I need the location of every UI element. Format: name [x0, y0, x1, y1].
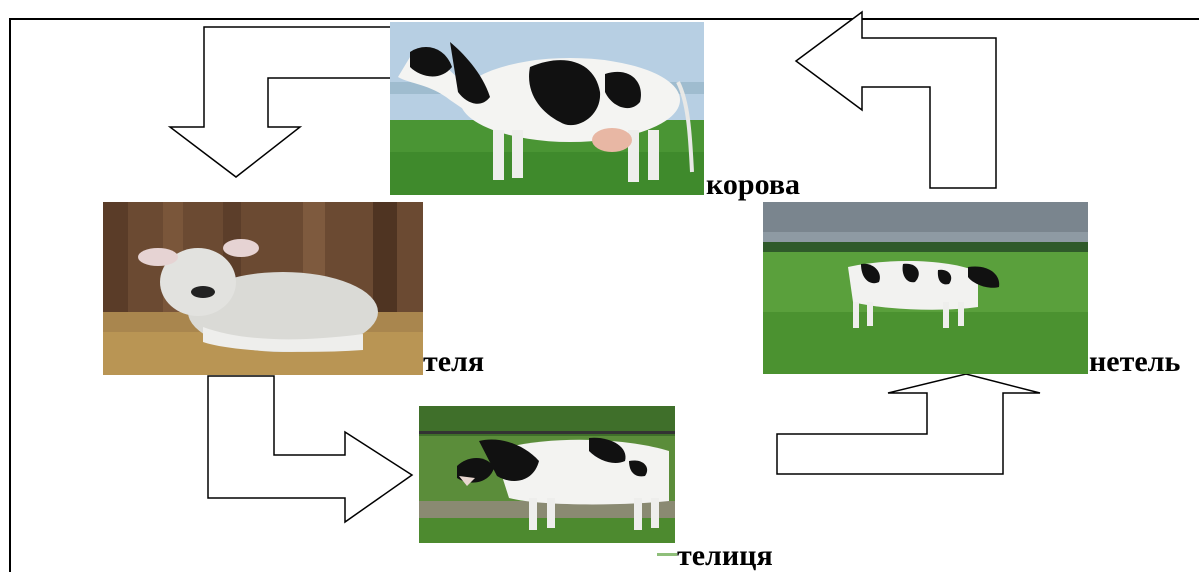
- cow-photo: [390, 22, 704, 195]
- arrow-calf-to-heifer: [207, 375, 414, 524]
- arrow-netel-to-cow: [794, 10, 997, 189]
- arrow-heifer-to-netel: [776, 373, 1041, 475]
- netel-image: [763, 202, 1088, 374]
- label-cow: корова: [706, 168, 801, 201]
- calf-photo: [103, 202, 423, 375]
- heifer-image: [419, 406, 675, 543]
- label-netel: нетель: [1089, 345, 1181, 378]
- diagram-frame: [9, 18, 1199, 572]
- calf-image: [103, 202, 423, 375]
- heifer-caption-mark: [657, 553, 677, 556]
- label-heifer: телиця: [677, 539, 773, 572]
- heifer-photo: [419, 406, 675, 543]
- cow-image: [390, 22, 704, 195]
- netel-photo: [763, 202, 1088, 374]
- label-calf: теля: [423, 345, 485, 378]
- arrow-cow-to-calf: [167, 26, 393, 178]
